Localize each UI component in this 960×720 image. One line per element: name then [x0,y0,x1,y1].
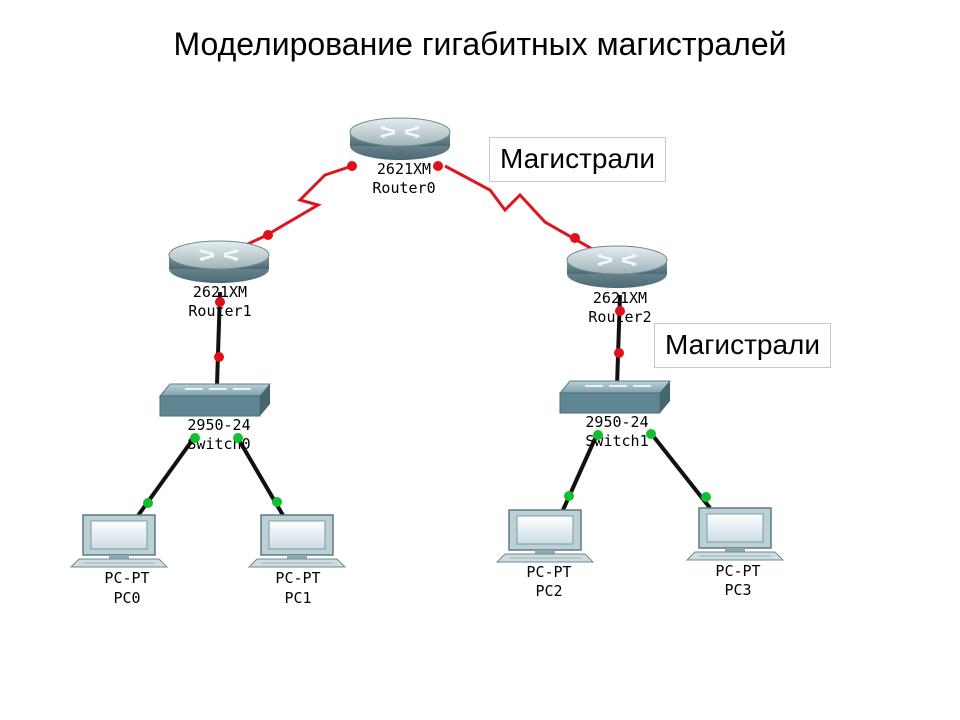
router2-model: 2621XM [593,289,647,307]
backbone-callout-right: Магистрали [654,323,832,368]
switch0-model: 2950-24 [187,416,250,434]
serial-link-r0-r1 [217,164,353,260]
port-status-down [614,348,624,358]
pc3-name: PC3 [724,581,751,599]
port-status-down [347,161,357,171]
router1-name: Router1 [188,302,251,320]
port-status-up [593,430,603,440]
router2[interactable] [565,244,669,290]
switch1-model: 2950-24 [585,413,648,431]
pc0[interactable] [70,514,168,568]
pc3-model: PC-PT [715,562,760,580]
router0[interactable] [348,116,452,162]
link-r1-sw0 [215,291,222,386]
router2-name: Router2 [588,308,651,326]
router1[interactable] [167,239,271,285]
router-icon [565,244,669,290]
port-status-up [233,433,243,443]
port-status-down [570,233,580,243]
pc2[interactable] [496,509,594,563]
port-status-up [701,492,711,502]
pc0-name: PC0 [113,589,140,607]
router1-model: 2621XM [193,283,247,301]
router-icon [348,116,452,162]
pc1-name: PC1 [284,589,311,607]
port-status-up [646,429,656,439]
pc1-model: PC-PT [275,569,320,587]
switch1[interactable] [559,380,671,414]
pc-icon [248,514,346,568]
backbone-callout-top: Магистрали [489,137,667,182]
pc1[interactable] [248,514,346,568]
port-status-up [143,498,153,508]
pc-icon [496,509,594,563]
pc2-model: PC-PT [526,563,571,581]
pc0-model: PC-PT [104,569,149,587]
port-status-down [263,230,273,240]
pc2-name: PC2 [535,582,562,600]
pc-icon [70,514,168,568]
page-title: Моделирование гигабитных магистралей [173,26,787,62]
pc3[interactable] [686,507,784,561]
router0-name: Router0 [372,179,435,197]
pc-icon [686,507,784,561]
port-status-up [272,497,282,507]
port-status-up [564,491,574,501]
switch-icon [559,380,671,414]
link-sw1-pc3 [648,430,712,510]
port-status-down [433,161,443,171]
port-status-down [214,352,224,362]
serial-link-r0-r2 [444,164,616,264]
port-status-down [615,306,625,316]
port-status-down [215,297,225,307]
switch0[interactable] [159,383,271,417]
port-status-up [190,433,200,443]
router-icon [167,239,271,285]
switch-icon [159,383,271,417]
router0-model: 2621XM [377,160,431,178]
